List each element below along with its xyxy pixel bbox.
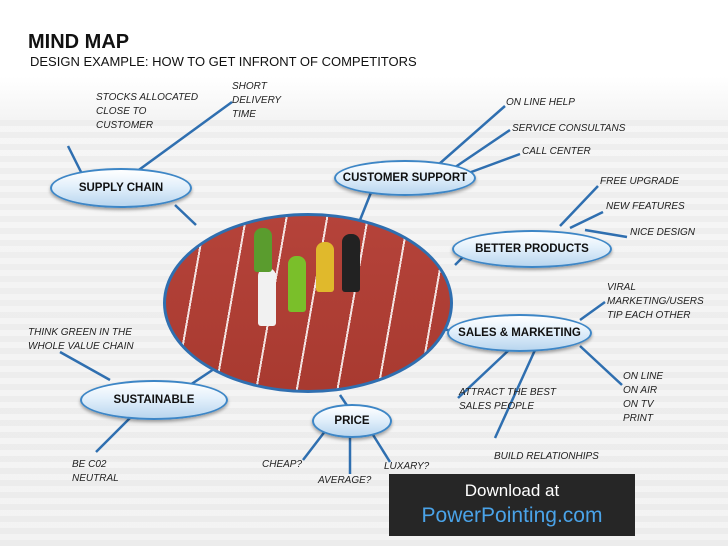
note-nice-design: NICE DESIGN <box>630 227 696 238</box>
note-channels: ON LINE ON AIR ON TV PRINT <box>623 371 664 424</box>
note-think-green: THINK GREEN IN THE WHOLE VALUE CHAIN <box>28 327 134 352</box>
note-new-features: NEW FEATURES <box>606 201 685 212</box>
download-label: Download at <box>464 481 560 500</box>
note-be-co2-neutral: BE C02 NEUTRAL <box>72 459 119 484</box>
runner-figure <box>288 256 306 312</box>
note-online-help: ON LINE HELP <box>506 97 575 108</box>
runners-track-image <box>163 213 453 393</box>
node-better-products: BETTER PRODUCTS <box>452 230 612 268</box>
runner-figure <box>258 268 276 326</box>
note-cheap: CHEAP? <box>262 459 303 470</box>
note-short-delivery: SHORT DELIVERY TIME <box>232 81 282 120</box>
runner-figure <box>316 242 334 292</box>
download-link[interactable]: PowerPointing.com <box>421 504 603 527</box>
node-price: PRICE <box>312 404 392 438</box>
node-sustainable: SUSTAINABLE <box>80 380 228 420</box>
note-free-upgrade: FREE UPGRADE <box>600 176 679 187</box>
node-sales-marketing: SALES & MARKETING <box>447 314 592 352</box>
runner-figure <box>342 234 360 292</box>
note-build-relationships: BUILD RELATIONHIPS <box>494 451 599 462</box>
page-title: MIND MAP <box>28 31 130 53</box>
note-average: AVERAGE? <box>318 475 372 486</box>
runner-figure <box>254 228 272 272</box>
note-call-center: CALL CENTER <box>522 146 591 157</box>
note-attract-sales-people: ATTRACT THE BEST SALES PEOPLE <box>459 387 557 412</box>
node-supply-chain: SUPPLY CHAIN <box>50 168 192 208</box>
note-luxary: LUXARY? <box>384 461 430 472</box>
note-stocks-allocated: STOCKS ALLOCATED CLOSE TO CUSTOMER <box>96 92 199 131</box>
note-service-consultans: SERVICE CONSULTANS <box>512 123 626 134</box>
note-viral-marketing: VIRAL MARKETING/USERS TIP EACH OTHER <box>607 282 704 321</box>
node-customer-support: CUSTOMER SUPPORT <box>334 160 476 196</box>
download-banner[interactable]: Download at PowerPointing.com <box>389 474 635 536</box>
page-subtitle: DESIGN EXAMPLE: HOW TO GET INFRONT OF CO… <box>30 54 417 69</box>
